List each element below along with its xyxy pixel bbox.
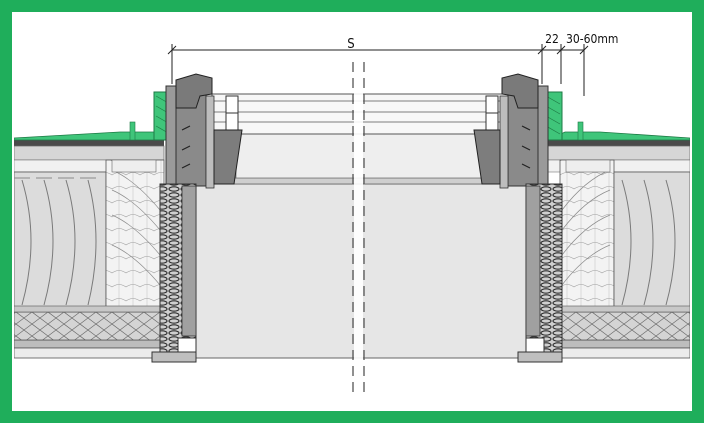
- timber-rafter-right: [559, 159, 615, 313]
- upstand-frame-left: [14, 73, 243, 363]
- timber-rafter-left: [105, 159, 165, 313]
- insulation-right: [613, 171, 690, 313]
- batten-layer-right: [547, 311, 690, 341]
- roof-buildup-left: [14, 140, 165, 341]
- upstand-height-label: 30-60mm: [566, 32, 618, 46]
- insulation-left: [14, 171, 107, 313]
- span-dimension-label: S: [347, 37, 354, 52]
- upstand-frame-right: [473, 73, 690, 363]
- dimension-lines: [167, 44, 589, 96]
- frame-width-label: 22: [545, 32, 559, 46]
- batten-layer-left: [14, 311, 165, 341]
- roof-buildup-right: [547, 140, 690, 341]
